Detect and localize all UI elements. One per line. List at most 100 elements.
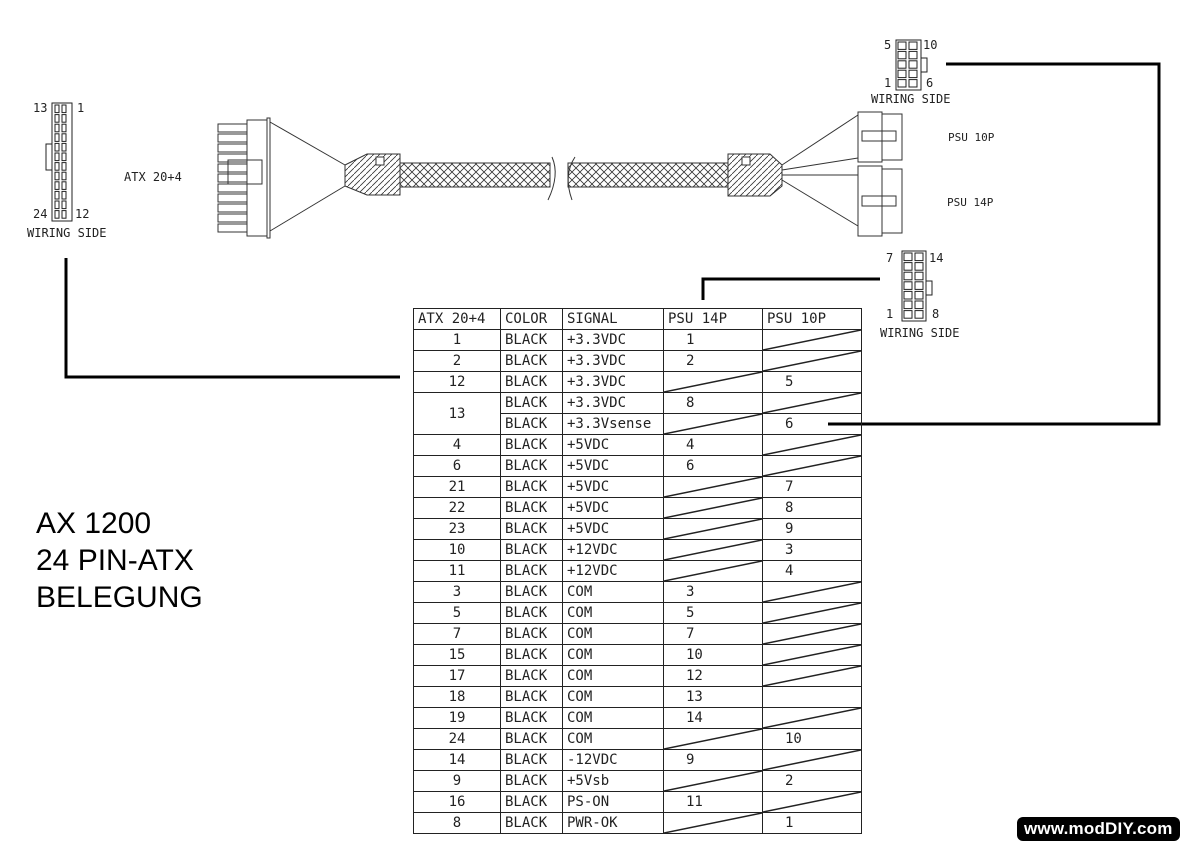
cell-color: BLACK [500,707,563,729]
cell-psu14-pin [663,371,763,393]
cell-atx-pin: 18 [413,686,501,708]
cell-color: BLACK [500,686,563,708]
pin-cavity [61,104,67,114]
pin-cavity [61,162,67,171]
atx-plug [217,117,346,239]
cell-color: BLACK [500,434,563,456]
cell-atx-pin: 19 [413,707,501,729]
cell-psu14-pin [663,770,763,792]
cell-atx-pin: 3 [413,581,501,603]
pin-cavity [61,171,67,181]
cell-signal: COM [562,665,664,687]
pin-cavity [908,69,918,79]
cell-signal: +5VDC [562,497,664,519]
cell-atx-pin: 12 [413,371,501,393]
cell-color: BLACK [500,413,563,435]
pin-cavity [897,50,907,60]
cell-signal: +3.3Vsense [562,413,664,435]
not-connected-slash [763,603,861,623]
cell-psu14-pin: 2 [663,350,763,372]
not-connected-slash [763,645,861,665]
cell-psu10-pin [762,392,862,414]
cell-atx-pin: 13 [413,392,501,435]
pin-cavity [897,69,907,79]
cell-color: BLACK [500,644,563,666]
cell-psu10-pin: 8 [762,497,862,519]
cell-color: BLACK [500,329,563,351]
pin-cavity [903,252,913,262]
psu14-pin-label-1: 1 [886,307,894,321]
cell-psu10-pin [762,791,862,813]
plug-fin [217,173,248,183]
pin-cavity [61,133,67,142]
not-connected-slash [763,393,861,413]
cell-psu14-pin [663,497,763,519]
cell-color: BLACK [500,350,563,372]
cell-signal: +5VDC [562,455,664,477]
psu10-wiring-side-caption: WIRING SIDE [871,92,951,106]
cell-color: BLACK [500,728,563,750]
pin-cavity [897,60,907,69]
cell-signal: +12VDC [562,560,664,582]
cell-signal: COM [562,623,664,645]
cell-signal: COM [562,707,664,729]
pin-cavity [908,79,918,88]
atx-pin-label-1: 1 [77,101,85,115]
pin-cavity [61,200,67,210]
cell-psu14-pin: 10 [663,644,763,666]
atx-wiring-side-caption: WIRING SIDE [27,226,107,240]
cell-color: BLACK [500,791,563,813]
psu14-connector-wiring-side [901,250,933,322]
not-connected-slash [664,813,762,833]
psu10-connector-label: PSU 10P [948,131,995,144]
cable-left-boot [344,114,859,227]
cell-psu10-pin [762,434,862,456]
cell-color: BLACK [500,812,563,834]
table-header-row: ATX 20+4 COLOR SIGNAL PSU 14P PSU 10P [413,308,862,330]
cell-atx-pin: 24 [413,728,501,750]
cell-signal: COM [562,602,664,624]
pin-cavity [903,281,913,290]
pin-cavity [903,290,913,300]
psu10-pin-label-10: 10 [923,38,938,52]
cell-psu10-pin: 2 [762,770,862,792]
cell-color: BLACK [500,455,563,477]
cell-color: BLACK [500,518,563,540]
pin-cavity [903,262,913,271]
atx-pin-label-12: 12 [75,207,90,221]
pin-cavity [897,41,907,50]
cell-atx-pin: 22 [413,497,501,519]
cell-psu14-pin [663,518,763,540]
cell-signal: +3.3VDC [562,329,664,351]
pin-cavity [903,271,913,281]
pin-cavity [914,271,924,281]
cell-signal: +5VDC [562,518,664,540]
pin-cavity [897,79,907,88]
not-connected-slash [763,792,861,812]
title-line-model: AX 1200 [36,507,152,540]
pin-cavity [61,142,67,152]
cell-color: BLACK [500,392,563,414]
cell-color: BLACK [500,770,563,792]
not-connected-slash [763,351,861,371]
cell-psu10-pin: 3 [762,539,862,561]
cell-psu10-pin: 6 [762,413,862,435]
cell-psu14-pin: 8 [663,392,763,414]
psu14-pin-label-8: 8 [932,307,940,321]
cell-psu14-pin: 7 [663,623,763,645]
cell-signal: +5VDC [562,476,664,498]
